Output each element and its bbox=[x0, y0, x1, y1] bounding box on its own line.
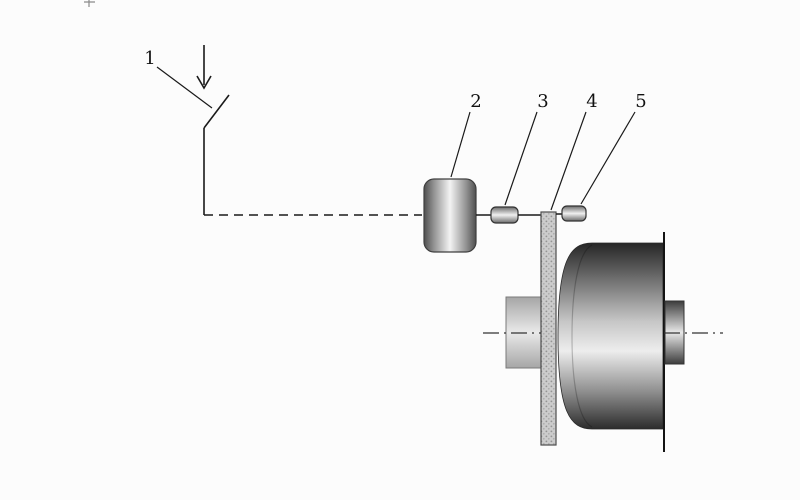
switch-blade bbox=[203, 94, 230, 129]
label-4: 4 bbox=[586, 91, 597, 112]
label-1: 1 bbox=[144, 48, 155, 69]
leader-3 bbox=[504, 111, 538, 206]
leader-4 bbox=[550, 111, 587, 211]
leader-5 bbox=[580, 111, 636, 205]
label-5: 5 bbox=[635, 91, 646, 112]
switch-arrowhead bbox=[196, 75, 212, 90]
drum-left-rim bbox=[571, 244, 593, 428]
textured-vertical-disc bbox=[540, 211, 557, 446]
leader-1 bbox=[156, 66, 213, 109]
small-cylinder-coil bbox=[423, 178, 477, 253]
knife-switch-symbol bbox=[196, 45, 230, 215]
large-cylinder-drum bbox=[557, 242, 664, 430]
label-3: 3 bbox=[537, 91, 548, 112]
label-2: 2 bbox=[470, 91, 481, 112]
leader-2 bbox=[450, 111, 471, 178]
right-coupler-block bbox=[561, 205, 587, 222]
leader-lines bbox=[156, 66, 636, 211]
crop-artifact bbox=[84, 0, 95, 7]
left-coupler-block bbox=[490, 206, 519, 224]
